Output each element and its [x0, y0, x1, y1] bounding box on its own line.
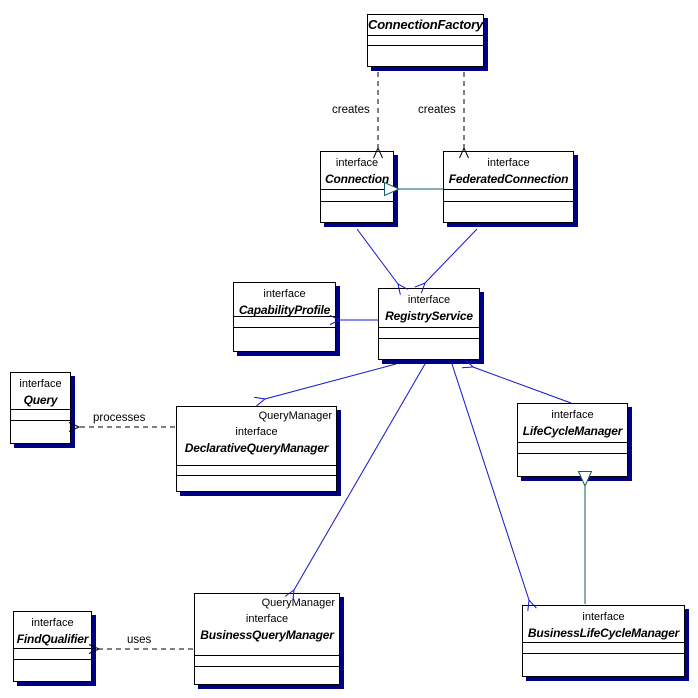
attributes-compartment — [11, 410, 70, 421]
stereotype-label: interface — [235, 426, 278, 438]
label-creates-right: creates — [418, 103, 456, 117]
title-compartment: interface RegistryService — [379, 289, 479, 328]
attributes-compartment — [523, 643, 684, 654]
title-compartment: interface LifeCycleManager — [518, 404, 627, 443]
edge-federated-connection-to-registry-service — [425, 228, 478, 283]
operations-compartment — [11, 421, 70, 443]
class-box-business-life-cycle-manager: interface BusinessLifeCycleManager — [522, 605, 685, 677]
edge-lcm-to-registry-service — [473, 367, 572, 404]
class-name: LifeCycleManager — [522, 424, 623, 438]
attributes-compartment — [177, 466, 336, 476]
class-box-query: interface Query — [10, 372, 71, 444]
title-compartment: interface FindQualifier — [14, 612, 91, 649]
title-compartment: interface Query — [11, 373, 70, 410]
attributes-compartment — [195, 656, 339, 667]
stereotype-label: interface — [551, 409, 594, 421]
label-creates-left: creates — [332, 103, 370, 117]
operations-compartment — [321, 202, 393, 222]
operations-compartment — [444, 202, 573, 222]
operations-compartment — [234, 328, 335, 351]
edge-connection-to-registry-service — [356, 228, 398, 284]
title-compartment: interface BusinessLifeCycleManager — [523, 606, 684, 643]
title-compartment: interface FederatedConnection — [444, 152, 573, 190]
attributes-compartment — [234, 317, 335, 328]
operations-compartment — [523, 654, 684, 676]
operations-compartment — [14, 660, 91, 681]
attributes-compartment — [444, 190, 573, 202]
stereotype-label: interface — [335, 157, 379, 169]
class-box-business-query-manager: QueryManager interface BusinessQueryMana… — [194, 593, 340, 685]
class-name: CapabilityProfile — [238, 303, 331, 317]
class-name: BusinessQueryManager — [200, 628, 334, 642]
stereotype-label: interface — [19, 378, 62, 390]
operations-compartment — [177, 476, 336, 491]
stereotype-label: interface — [263, 288, 306, 300]
class-box-registry-service: interface RegistryService — [378, 288, 480, 360]
attributes-compartment — [518, 443, 627, 454]
class-name: BusinessLifeCycleManager — [527, 626, 680, 640]
class-name: FederatedConnection — [448, 172, 569, 186]
class-box-life-cycle-manager: interface LifeCycleManager — [517, 403, 628, 477]
class-box-declarative-query-manager: QueryManager interface DeclarativeQueryM… — [176, 406, 337, 492]
class-name: ConnectionFactory — [368, 17, 483, 32]
operations-compartment — [368, 46, 483, 66]
class-box-connection: interface Connection — [320, 151, 394, 223]
attributes-compartment — [321, 190, 393, 202]
edge-registry-service-to-declarative-query-manager — [265, 363, 397, 399]
title-compartment: interface CapabilityProfile — [234, 283, 335, 317]
attributes-compartment — [14, 649, 91, 660]
stereotype-label: interface — [582, 611, 625, 623]
attributes-compartment — [379, 328, 479, 339]
operations-compartment — [518, 454, 627, 476]
stereotype-label: interface — [31, 617, 74, 629]
stereotype-label: interface — [487, 157, 530, 169]
stereotype-label: interface — [245, 613, 289, 625]
class-box-federated-connection: interface FederatedConnection — [443, 151, 574, 223]
context-label: QueryManager — [258, 410, 332, 422]
label-processes: processes — [93, 411, 146, 425]
class-box-connection-factory: ConnectionFactory — [367, 14, 484, 67]
title-compartment: interface Connection — [321, 152, 393, 190]
title-compartment: QueryManager interface DeclarativeQueryM… — [177, 407, 336, 466]
operations-compartment — [379, 339, 479, 359]
class-name: Query — [23, 393, 58, 407]
class-name: DeclarativeQueryManager — [184, 441, 329, 455]
stereotype-label: interface — [407, 294, 451, 306]
class-name: Connection — [325, 172, 389, 186]
class-name: FindQualifier — [16, 632, 89, 646]
title-compartment: QueryManager interface BusinessQueryMana… — [195, 594, 339, 656]
context-label: QueryManager — [261, 597, 335, 609]
class-box-capability-profile: interface CapabilityProfile — [233, 282, 336, 352]
operations-compartment — [195, 667, 339, 684]
label-uses: uses — [127, 633, 152, 647]
class-box-find-qualifier: interface FindQualifier — [13, 611, 92, 682]
title-compartment: ConnectionFactory — [368, 15, 483, 36]
edge-registry-service-to-business-lcm — [451, 363, 529, 600]
attributes-compartment — [368, 36, 483, 46]
class-name: RegistryService — [385, 309, 473, 323]
